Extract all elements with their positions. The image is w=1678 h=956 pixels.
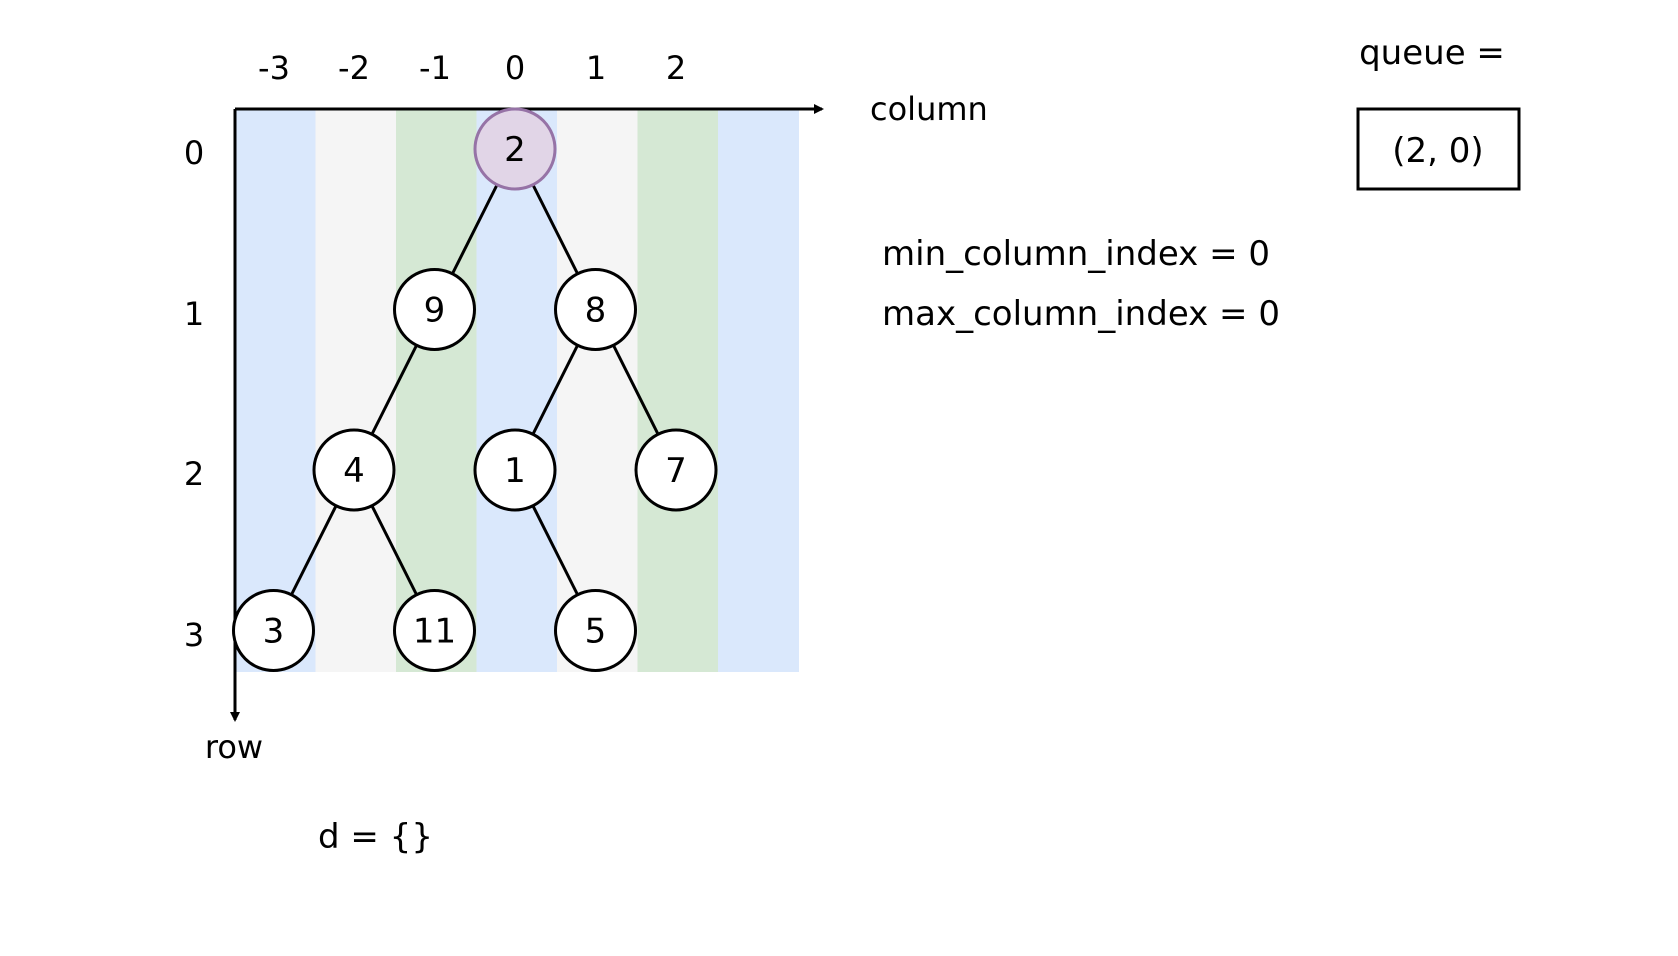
- tree-edge: [290, 505, 338, 596]
- row-tick-label: 2: [184, 455, 204, 493]
- tree-node: 9: [393, 268, 476, 351]
- column-band: [557, 109, 638, 672]
- tree-edges: [290, 184, 660, 596]
- tree-edge: [531, 184, 579, 275]
- tree-node-circle: [554, 589, 637, 672]
- tree-node: 3: [232, 589, 315, 672]
- tree-node-circle: [393, 589, 476, 672]
- row-tick-labels: 0 1 2 3: [184, 134, 204, 654]
- tree-node-value: 8: [585, 291, 607, 331]
- column-band: [476, 109, 558, 672]
- column-bands: [235, 109, 799, 672]
- tree-node: 2: [473, 107, 557, 191]
- tree-node-circle: [312, 428, 396, 512]
- column-tick-label: -3: [258, 49, 290, 87]
- tree-node-circle: [634, 428, 718, 512]
- tree-node-value: 7: [665, 451, 687, 491]
- tree-node-circle: [554, 268, 637, 351]
- tree-node-circle: [473, 428, 557, 512]
- column-tick-labels: -3 -2 -1 0 1 2: [258, 49, 686, 87]
- min-column-index-text: min_column_index = 0: [882, 234, 1270, 274]
- tree-node-value: 5: [585, 612, 607, 652]
- queue-box: [1356, 107, 1521, 191]
- tree-node-value: 4: [343, 451, 365, 491]
- queue-label: queue =: [1359, 33, 1505, 73]
- tree-node-value: 3: [263, 612, 285, 652]
- tree-node: 1: [473, 428, 557, 512]
- column-tick-label: -2: [338, 49, 370, 87]
- row-tick-label: 3: [184, 616, 204, 654]
- tree-edge: [451, 184, 499, 275]
- tree-edge: [531, 344, 579, 435]
- tree-edge: [612, 344, 660, 435]
- column-tick-label: 0: [505, 49, 525, 87]
- column-axis-label: column: [870, 90, 988, 128]
- row-tick-label: 0: [184, 134, 204, 172]
- dict-d-text: d = {}: [318, 817, 433, 857]
- tree-edge: [531, 505, 579, 596]
- tree-node-value: 1: [504, 451, 526, 491]
- tree-node: 5: [554, 589, 637, 672]
- column-band: [396, 109, 477, 672]
- row-axis-label: row: [205, 728, 263, 766]
- tree-node: 7: [634, 428, 718, 512]
- tree-node-value: 9: [424, 291, 446, 331]
- queue-item: (2, 0): [1392, 131, 1483, 171]
- tree-node-circle-current: [473, 107, 557, 191]
- tree-node-circle: [232, 589, 315, 672]
- column-tick-label: 2: [666, 49, 686, 87]
- tree-nodes: 2 9 8 4 1 7 3 11 5: [232, 107, 718, 672]
- column-band: [235, 109, 316, 672]
- column-band: [315, 109, 397, 672]
- tree-node-value: 11: [413, 612, 456, 652]
- tree-node-circle: [393, 268, 476, 351]
- column-band: [718, 109, 799, 672]
- tree-edge: [370, 505, 418, 596]
- tree-edge: [370, 344, 418, 435]
- row-tick-label: 1: [184, 295, 204, 333]
- tree-node: 11: [393, 589, 476, 672]
- tree-node-value: 2: [504, 130, 526, 170]
- max-column-index-text: max_column_index = 0: [882, 294, 1280, 334]
- column-tick-label: 1: [586, 49, 606, 87]
- column-tick-label: -1: [419, 49, 451, 87]
- column-band: [637, 109, 719, 672]
- tree-node: 8: [554, 268, 637, 351]
- tree-node: 4: [312, 428, 396, 512]
